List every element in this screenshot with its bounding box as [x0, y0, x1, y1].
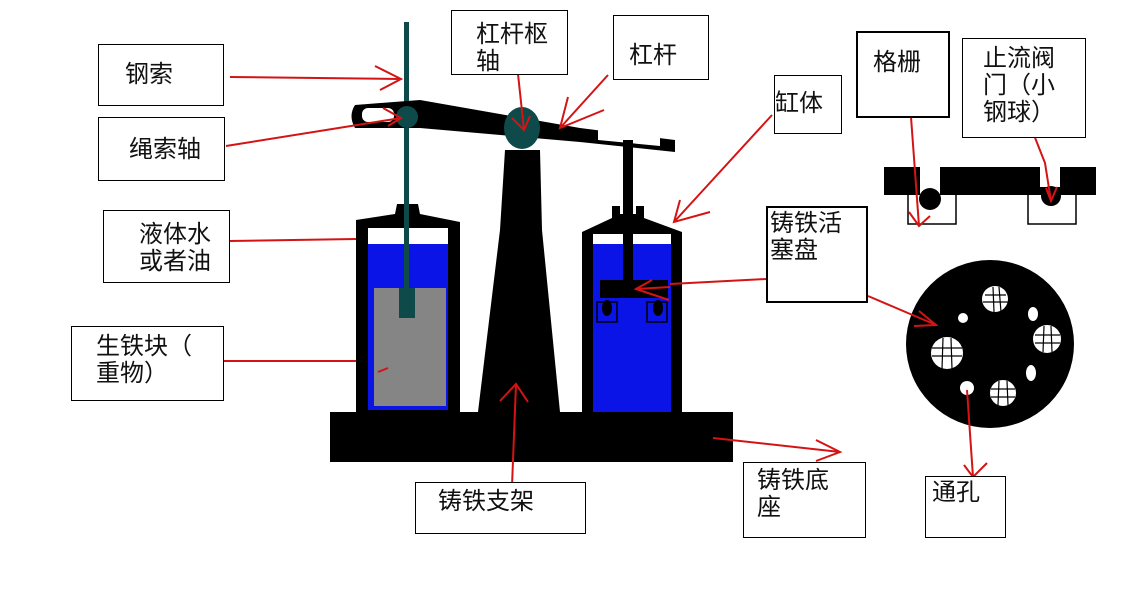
through-hole [960, 381, 974, 395]
steel-cable [404, 22, 409, 292]
through-hole [958, 313, 968, 323]
arrow-lever-pivot [511, 73, 531, 132]
arrow-base [712, 437, 843, 462]
label-bracket: 铸铁支架 [415, 482, 586, 534]
arrow-grille [908, 116, 931, 228]
grille-hole [982, 286, 1008, 312]
label-piston-disc: 铸铁活 塞盘 [766, 206, 868, 303]
label-grille: 格栅 [856, 31, 950, 118]
grille-hole [1033, 325, 1061, 353]
grille-valve-detail [884, 167, 1096, 225]
right-cylinder [582, 140, 682, 412]
through-hole [1028, 307, 1038, 321]
arrow-bracket [499, 382, 529, 487]
label-text: 绳索轴 [129, 135, 201, 163]
label-text: 格栅 [873, 48, 921, 76]
label-text: 杠杆 [629, 41, 677, 69]
label-cylinder: 缸体 [774, 75, 842, 134]
arrow-piston-disc [633, 278, 767, 301]
label-text: 轴 [476, 47, 500, 75]
label-rope-axle: 绳索轴 [98, 117, 225, 181]
arrow-liquid [229, 238, 357, 242]
label-liquid: 液体水 或者油 [103, 210, 230, 283]
label-text: 止流阀 [983, 44, 1055, 72]
through-hole [1026, 365, 1036, 381]
piston-rod [623, 140, 633, 280]
label-iron-block: 生铁块（ 重物） [71, 326, 224, 401]
label-text: 座 [757, 493, 781, 521]
arrow-iron-block [224, 360, 389, 373]
label-check-valve: 止流阀 门（小 钢球） [962, 38, 1086, 138]
rope-axle [396, 106, 418, 128]
piston-disc-top-view [906, 260, 1074, 428]
label-steel-cable: 钢索 [98, 44, 224, 106]
label-lever-pivot: 杠杆枢 轴 [451, 10, 568, 75]
label-base: 铸铁底 座 [743, 462, 866, 538]
arrow-lever [558, 74, 609, 130]
arrow-rope-axle [225, 107, 403, 147]
steel-ball-left [919, 188, 941, 210]
arrow-steel-cable [229, 65, 404, 91]
label-through-hole: 通孔 [925, 476, 1006, 538]
arrow-cylinder [672, 114, 773, 224]
cast-iron-base [330, 412, 733, 462]
grille-hole [990, 380, 1016, 406]
label-text: 重物） [96, 359, 168, 387]
arrow-disc-view [867, 295, 939, 327]
label-text: 缸体 [775, 89, 823, 117]
label-text: 铸铁支架 [438, 487, 534, 515]
label-text: 门（小 [983, 71, 1055, 99]
label-text: 杠杆枢 [476, 20, 548, 48]
label-text: 钢球） [983, 98, 1055, 126]
annotation-arrows [224, 65, 1058, 487]
label-text: 生铁块（ [96, 332, 192, 360]
label-text: 钢索 [125, 60, 173, 88]
label-text: 通孔 [932, 478, 980, 506]
label-text: 液体水 [139, 220, 211, 248]
label-text: 或者油 [139, 247, 211, 275]
label-text: 塞盘 [770, 236, 818, 264]
grille-hole [931, 337, 963, 369]
label-text: 铸铁活 [770, 209, 842, 237]
cable-hook [399, 288, 415, 318]
arrow-check-valve [1031, 129, 1058, 204]
label-lever: 杠杆 [613, 15, 709, 80]
cast-iron-bracket [478, 150, 560, 412]
label-text: 铸铁底 [757, 466, 829, 494]
